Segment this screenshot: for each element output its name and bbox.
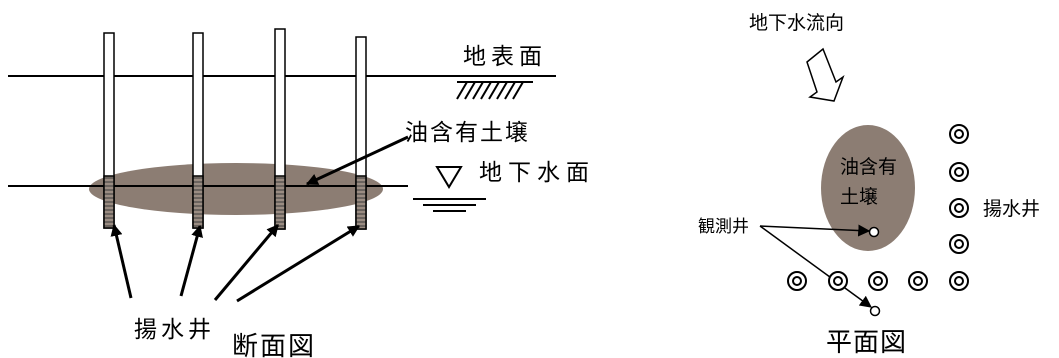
- section-pumping-well-3: [274, 28, 286, 230]
- observation-well-inner: [868, 226, 880, 238]
- oil-soil-pointer-arrow: [305, 135, 409, 186]
- plan-pumping-well: [949, 234, 969, 254]
- plan-view: 地下水流向 油含有 土壌 観測井: [698, 12, 1040, 358]
- plan-pumping-well: [949, 271, 969, 291]
- oil-soil-label-plan-line2: 土壌: [840, 186, 878, 208]
- oil-contaminated-soil-plan: [821, 125, 915, 251]
- plan-pumping-well: [908, 271, 928, 291]
- plan-pumping-well: [828, 271, 848, 291]
- water-table-label: 地下水面: [479, 160, 595, 186]
- observation-well-arrow-1: [759, 224, 871, 237]
- flow-direction-arrow: [806, 47, 845, 102]
- plan-pumping-well: [949, 198, 969, 218]
- oil-soil-label-section: 油含有土壌: [405, 120, 530, 146]
- oil-soil-label-plan-line1: 油含有: [840, 156, 897, 178]
- section-view: 地表面 油含有土壌 地下水面 揚水井 断面図: [8, 28, 595, 358]
- plan-pumping-well: [787, 271, 807, 291]
- pumping-well-label-section: 揚水井: [134, 317, 215, 343]
- water-table-symbol: [413, 166, 486, 212]
- plan-pumping-well: [949, 124, 969, 144]
- observation-well-downstream: [869, 305, 881, 317]
- section-pumping-well-4: [355, 36, 367, 230]
- plan-pumping-well: [949, 162, 969, 182]
- ground-surface-label: 地表面: [463, 44, 547, 70]
- section-pumping-well-1: [103, 32, 115, 229]
- observation-well-arrow-2: [759, 225, 872, 308]
- section-pumping-well-2: [192, 32, 204, 229]
- pumping-well-label-plan: 揚水井: [983, 198, 1040, 220]
- flow-direction-label: 地下水流向: [749, 12, 844, 34]
- plan-view-title: 平面図: [826, 328, 907, 358]
- section-view-title: 断面図: [232, 332, 316, 358]
- plan-pumping-well: [868, 271, 888, 291]
- observation-well-label: 観測井: [698, 217, 749, 237]
- pumping-well-pointer-arrows: [110, 223, 361, 303]
- ground-hatch-symbol: [456, 81, 533, 100]
